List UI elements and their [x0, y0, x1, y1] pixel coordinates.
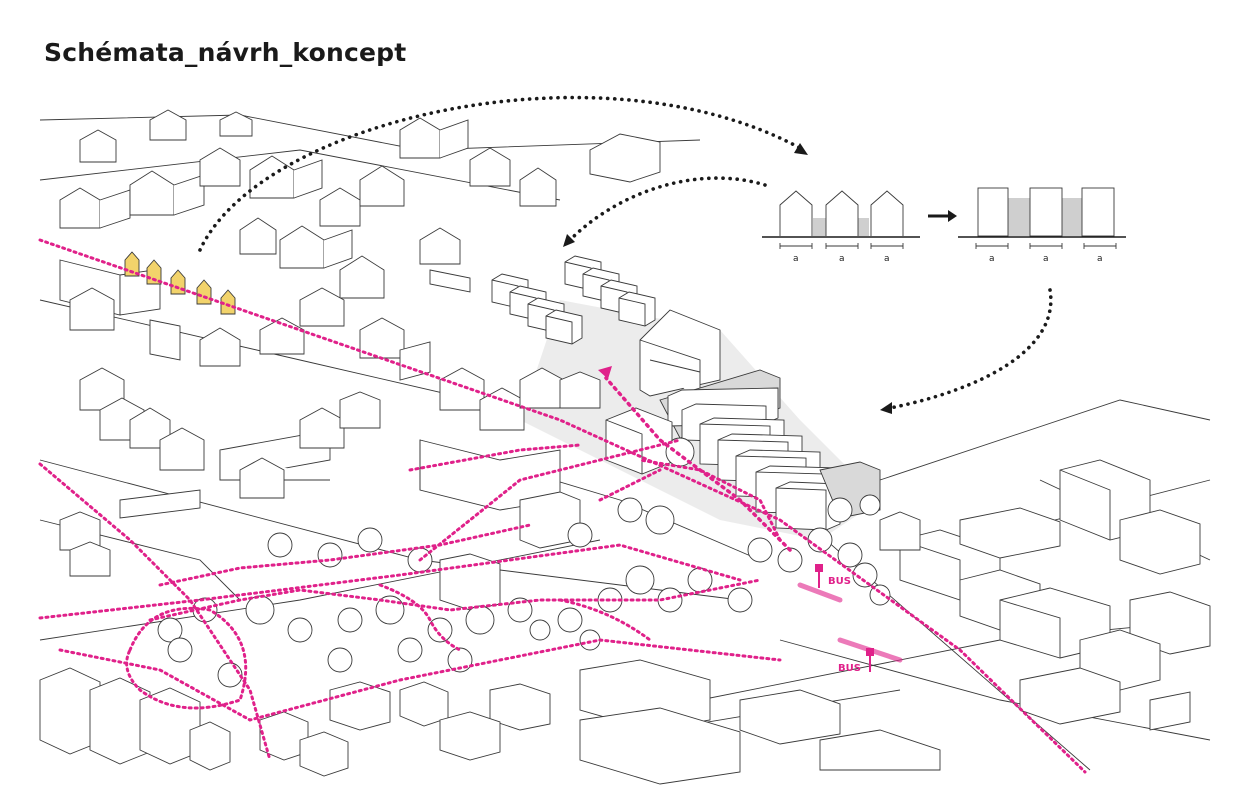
schema-after-label-1: a — [989, 254, 995, 264]
schema-before: a a a — [762, 190, 920, 264]
bus-stop-north: BUS — [797, 564, 851, 603]
schema-before-label-1: a — [793, 254, 799, 264]
schema-before-label-3: a — [884, 254, 890, 264]
houses-south — [39, 439, 941, 785]
highlighted-houses — [124, 251, 236, 315]
pedestrian-paths — [38, 238, 1087, 774]
bus-label-south: BUS — [838, 663, 861, 674]
proposal-blocks-south — [605, 369, 881, 531]
proposal-row-north — [491, 255, 721, 406]
arrow-head-top-icon — [794, 143, 808, 155]
schema-before-label-2: a — [839, 254, 845, 264]
main-path-north — [604, 376, 792, 552]
bus-stop-south: BUS — [837, 637, 903, 674]
houses-north — [59, 109, 661, 519]
schema-arrow-icon — [928, 210, 957, 222]
schema-after-label-2: a — [1043, 254, 1049, 264]
schema-after: a a a — [958, 187, 1126, 264]
path-arrow-icon — [598, 366, 612, 379]
concept-arrows — [198, 95, 1053, 410]
arrow-head-mid-icon — [563, 234, 575, 247]
schema-after-label-3: a — [1097, 254, 1103, 264]
arrow-head-right-icon — [880, 402, 892, 414]
page-title: Schémata_návrh_koncept — [44, 38, 407, 67]
houses-east — [879, 459, 1211, 731]
bus-label-north: BUS — [828, 576, 851, 587]
